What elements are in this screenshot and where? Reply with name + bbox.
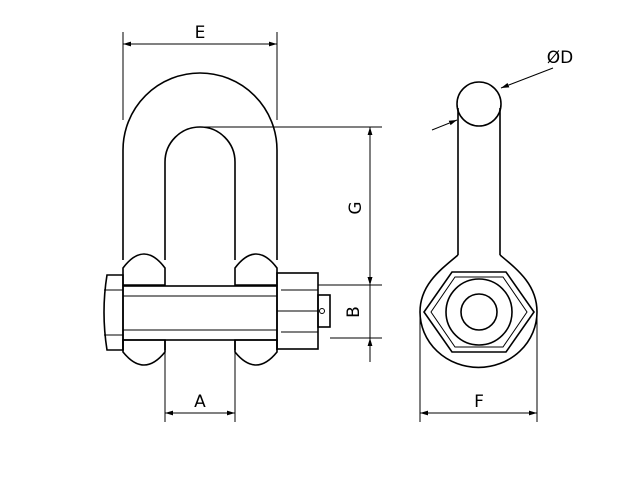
bow-leg-right-lower — [234, 340, 278, 350]
front-view: E G B A — [103, 23, 382, 422]
split-pin-hole — [319, 308, 325, 314]
bow-leg-left-lower — [122, 340, 166, 350]
shank-outline — [457, 108, 501, 255]
bow-cross-section — [456, 81, 502, 127]
eye-section-right-bottom — [234, 339, 278, 366]
pin-end-inner — [460, 293, 498, 331]
side-view: ØD F — [419, 48, 573, 422]
dimension-line-d — [431, 119, 458, 131]
dimension-label-g: G — [346, 201, 366, 214]
eye-section-right-top — [234, 253, 278, 286]
dimension-label-e: E — [195, 23, 206, 43]
eye-section-left-bottom — [122, 339, 166, 366]
hex-nut-face — [423, 271, 535, 353]
hex-nut-face-inner — [430, 276, 528, 348]
bow-inner — [164, 126, 236, 260]
dimension-label-b: B — [344, 306, 364, 318]
pin-shaft — [122, 285, 278, 341]
split-pin-end — [317, 294, 331, 328]
bow-outer — [122, 72, 278, 260]
eye-section-left-top — [122, 253, 166, 286]
dimension-label-f: F — [474, 392, 484, 412]
dimension-label-d: ØD — [547, 48, 573, 68]
dimension-label-a: A — [194, 392, 206, 412]
eye-ring-outer — [419, 254, 538, 369]
pin-head — [103, 274, 124, 351]
pin-end-outer — [445, 278, 513, 346]
